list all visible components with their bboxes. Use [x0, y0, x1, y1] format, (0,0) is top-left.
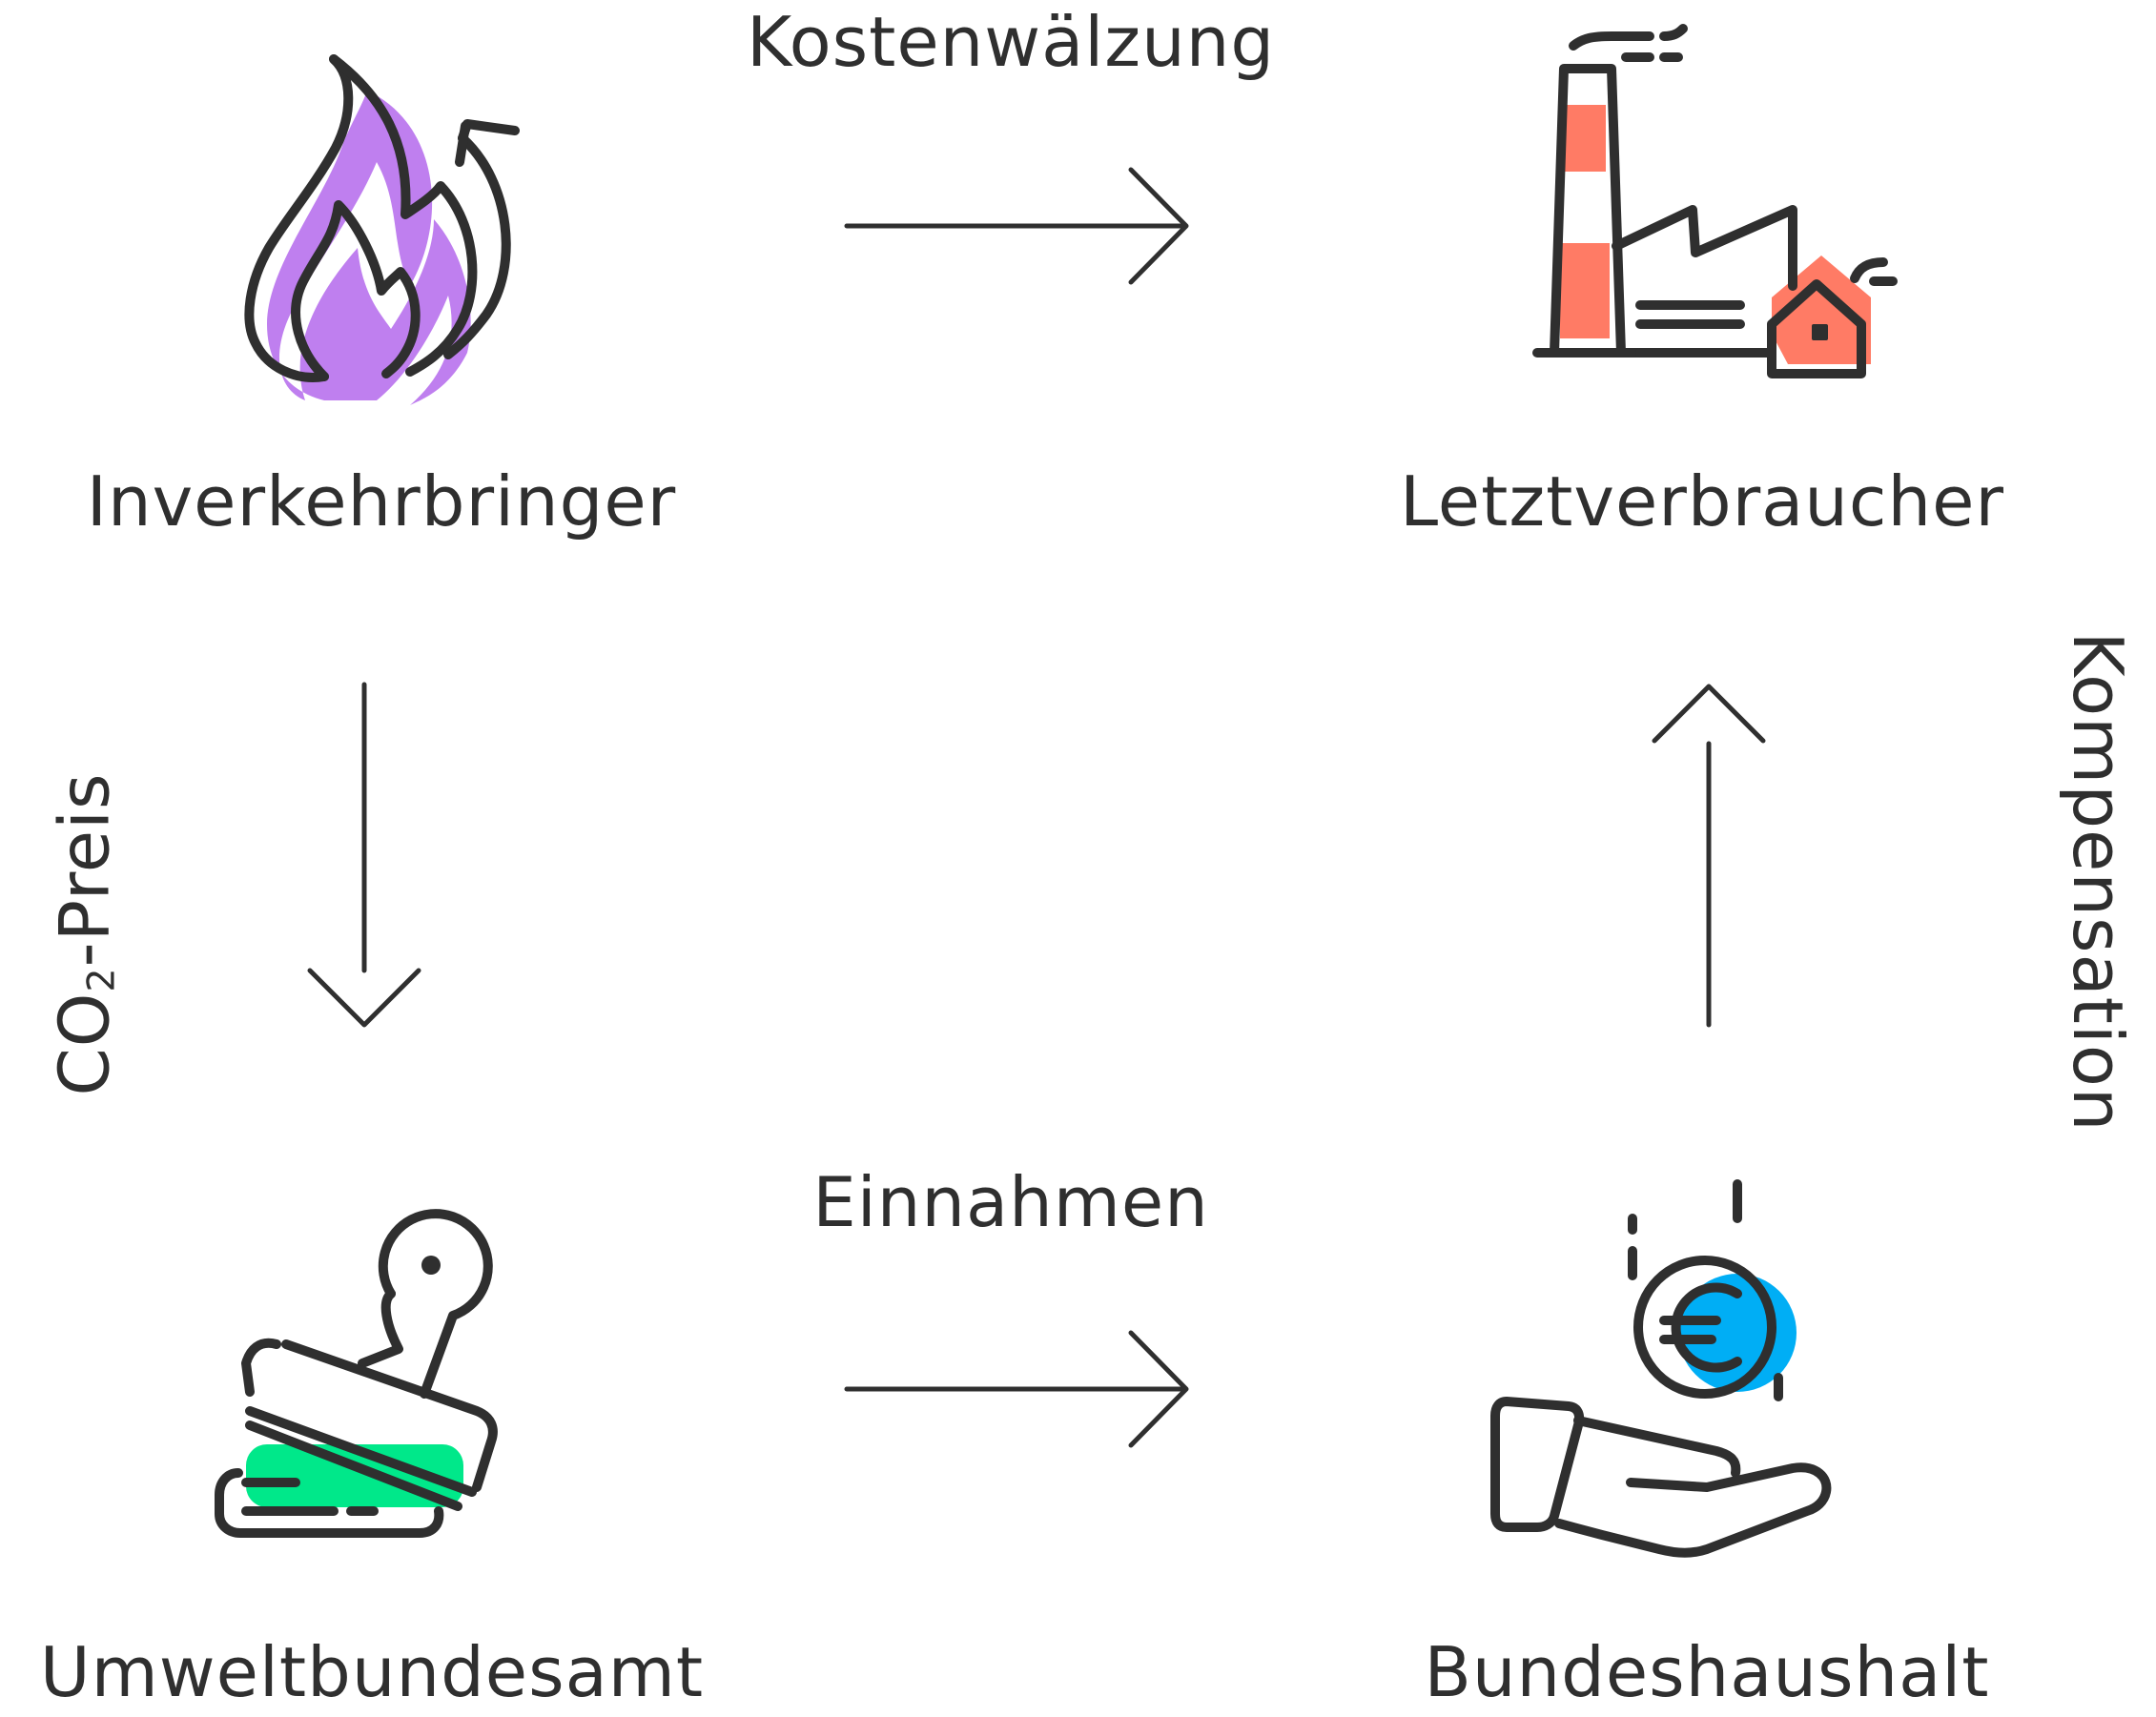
arrow-kostenwaelzung [844, 167, 1189, 285]
node-label-inverkehrbringer: Inverkehrbringer [86, 461, 677, 542]
arrow-kompensation [1652, 684, 1766, 1028]
edge-label-kompensation: Kompensation [2058, 631, 2138, 1133]
edge-label-co2-preis: CO2-Preis [45, 772, 125, 1095]
co2-label-main: CO [44, 991, 125, 1096]
flame-icon [244, 54, 520, 405]
co2-label-subscript: 2 [79, 967, 124, 992]
edge-label-einnahmen: Einnahmen [812, 1162, 1209, 1242]
stamp-icon [215, 1209, 498, 1538]
edge-label-kostenwaelzung: Kostenwälzung [746, 2, 1276, 82]
node-label-umweltbundesamt: Umweltbundesamt [39, 1632, 705, 1712]
node-label-bundeshaushalt: Bundeshaushalt [1424, 1632, 1990, 1712]
arrow-einnahmen [844, 1330, 1189, 1448]
node-label-letztverbraucher: Letztverbraucher [1399, 461, 2005, 542]
hand-euro-coin-icon [1490, 1179, 1832, 1558]
arrow-co2-preis [307, 682, 421, 1028]
co2-label-rest: -Preis [44, 772, 125, 968]
factory-house-icon [1532, 24, 1898, 378]
